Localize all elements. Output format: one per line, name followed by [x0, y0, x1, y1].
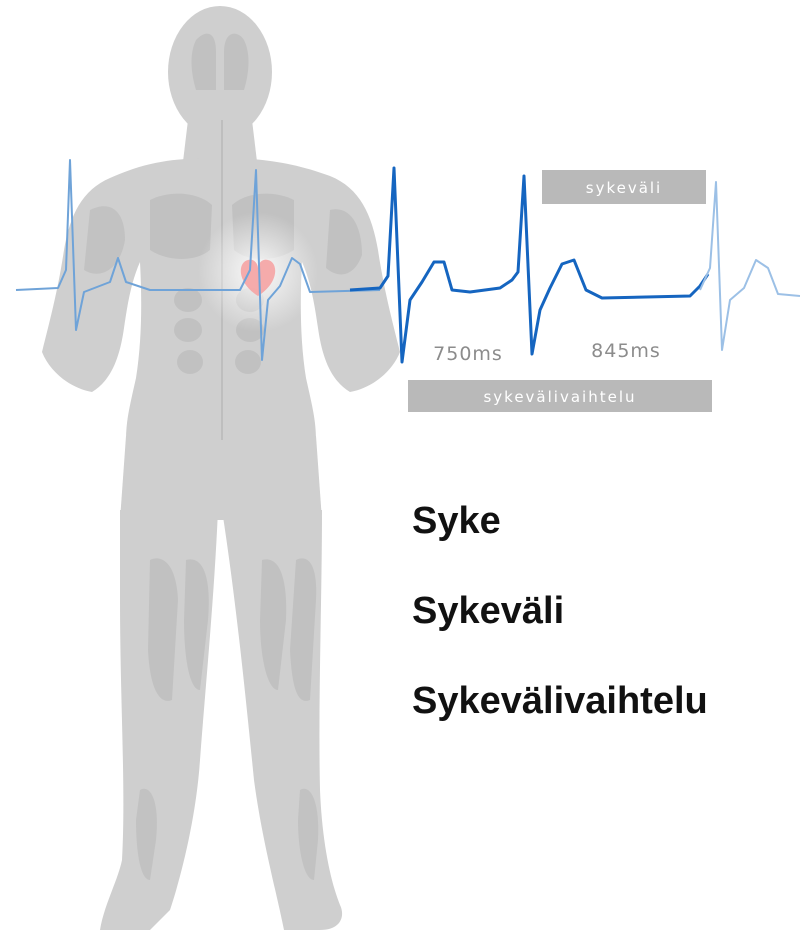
- body-head: [168, 6, 272, 138]
- term-heart-rate-variability: Sykevälivaihtelu: [412, 680, 708, 723]
- body-right-leg: [222, 510, 342, 930]
- body-hips: [120, 436, 322, 520]
- interval-value-2: 845ms: [591, 340, 661, 362]
- ecg-trace-fade: [700, 182, 800, 350]
- interval-label-text: sykeväli: [586, 179, 662, 197]
- variability-label-text: sykevälivaihtelu: [483, 388, 636, 406]
- term-heartbeat-interval: Sykeväli: [412, 590, 564, 633]
- interval-value-1: 750ms: [433, 343, 503, 365]
- term-heart-rate: Syke: [412, 500, 501, 543]
- human-body-silhouette: [42, 6, 400, 930]
